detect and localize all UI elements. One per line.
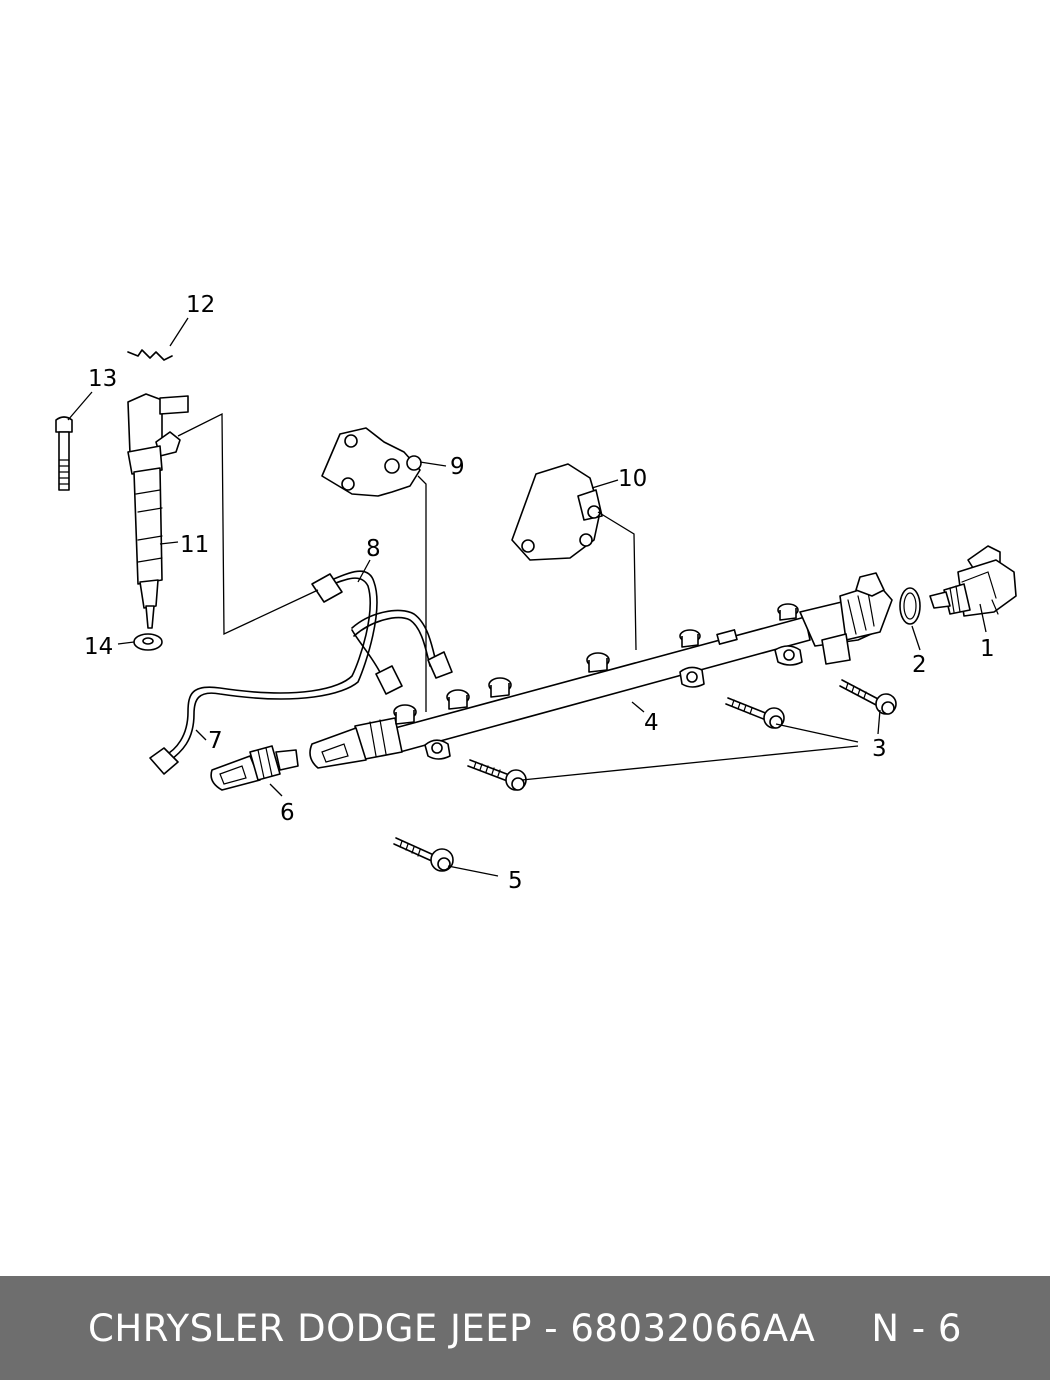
stud-bolt bbox=[55, 416, 73, 491]
callout-6: 6 bbox=[280, 800, 295, 826]
callout-11: 11 bbox=[180, 532, 209, 558]
footer-page-code: N - 6 bbox=[871, 1306, 962, 1350]
callout-4: 4 bbox=[644, 710, 659, 736]
bracket-upper bbox=[321, 427, 422, 497]
washer bbox=[133, 633, 163, 651]
footer-bar: CHRYSLER DODGE JEEP - 68032066AA N - 6 bbox=[0, 1276, 1050, 1380]
callout-5: 5 bbox=[508, 868, 523, 894]
leader-lines bbox=[67, 317, 987, 877]
o-ring bbox=[899, 587, 921, 625]
footer-part-text: CHRYSLER DODGE JEEP - 68032066AA bbox=[88, 1306, 816, 1350]
callout-2: 2 bbox=[912, 652, 927, 678]
callout-13: 13 bbox=[88, 366, 117, 392]
fuel-lines bbox=[149, 570, 453, 775]
rail-pressure-sensor bbox=[929, 545, 1017, 617]
callout-9: 9 bbox=[450, 454, 465, 480]
callout-10: 10 bbox=[618, 466, 647, 492]
mounting-bolts bbox=[467, 679, 897, 791]
temperature-sensor bbox=[210, 745, 299, 791]
callout-3: 3 bbox=[872, 736, 887, 762]
callout-labels: 1 2 3 4 5 6 7 8 9 10 11 12 13 14 bbox=[84, 292, 995, 894]
parts-diagram: 1 2 3 4 5 6 7 8 9 10 11 12 13 14 bbox=[55, 292, 1017, 894]
callout-14: 14 bbox=[84, 634, 113, 660]
callout-7: 7 bbox=[208, 728, 223, 754]
callout-1: 1 bbox=[980, 636, 995, 662]
fuel-injector bbox=[127, 393, 189, 629]
retaining-clip bbox=[127, 349, 173, 361]
bolt bbox=[393, 837, 454, 872]
fuel-rail bbox=[309, 572, 893, 769]
callout-12: 12 bbox=[186, 292, 215, 318]
bracket-lower bbox=[511, 463, 603, 561]
callout-8: 8 bbox=[366, 536, 381, 562]
